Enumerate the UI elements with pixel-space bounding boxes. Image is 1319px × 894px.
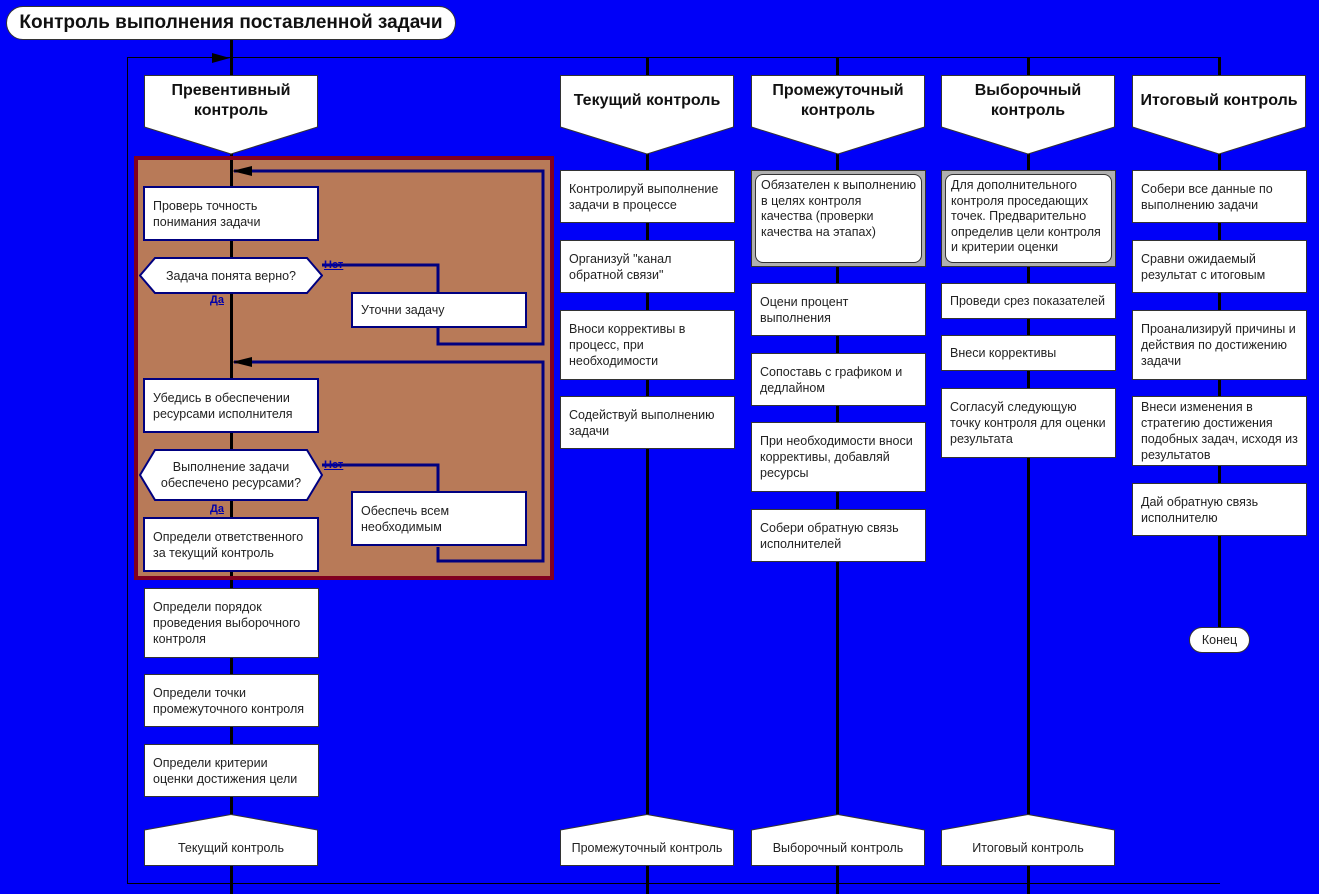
label-no-2: Нет xyxy=(324,459,344,471)
final-step: Сравни ожидаемый результат с итоговым xyxy=(1132,240,1307,293)
preventive-step-selective-order: Определи порядок проведения выборочного … xyxy=(144,588,319,658)
current-step: Вноси коррективы в процесс, при необходи… xyxy=(560,310,735,380)
lane-line-current xyxy=(646,57,649,894)
lane-line-selective xyxy=(1027,57,1030,894)
preventive-step-intermediate-points: Определи точки промежуточного контроля xyxy=(144,674,319,727)
final-step: Дай обратную связь исполнителю xyxy=(1132,483,1307,536)
current-step: Содействуй выполнению задачи xyxy=(560,396,735,449)
current-step: Организуй "канал обратной связи" xyxy=(560,240,735,293)
selective-step: Согласуй следующую точку контроля для оц… xyxy=(941,388,1116,458)
selective-note: Для дополнительного контроля проседающих… xyxy=(941,170,1116,267)
loop-lines xyxy=(232,166,545,563)
end-terminator: Конец xyxy=(1189,627,1250,653)
current-step: Контролируй выполнение задачи в процессе xyxy=(560,170,735,223)
preventive-step-check-understanding: Проверь точность понимания задачи xyxy=(143,186,319,241)
final-step: Проанализируй причины и действия по дост… xyxy=(1132,310,1307,380)
label-no-1: Нет xyxy=(324,259,344,271)
label-yes-2: Да xyxy=(210,503,224,515)
page-title: Контроль выполнения поставленной задачи xyxy=(6,6,456,40)
frame-bottom-line xyxy=(127,883,1220,884)
intermediate-step: Сопоставь с графиком и дедлайном xyxy=(751,353,926,406)
lane-footer-intermediate: Выборочный контроль xyxy=(751,814,925,866)
preventive-step-ensure-resources: Убедись в обеспечении ресурсами исполнит… xyxy=(143,378,319,433)
intermediate-note: Обязателен к выполнению в целях контроля… xyxy=(751,170,926,267)
preventive-clarify-task: Уточни задачу xyxy=(351,292,527,328)
preventive-step-assign-responsible: Определи ответственного за текущий контр… xyxy=(143,517,319,572)
lane-header-current: Текущий контроль xyxy=(560,75,734,155)
lane-footer-selective: Итоговый контроль xyxy=(941,814,1115,866)
final-step: Собери все данные по выполнению задачи xyxy=(1132,170,1307,223)
label-yes-1: Да xyxy=(210,294,224,306)
intermediate-step: Собери обратную связь исполнителей xyxy=(751,509,926,562)
frame-top-line xyxy=(127,57,1220,58)
final-step: Внеси изменения в стратегию достижения п… xyxy=(1132,396,1307,466)
lane-header-final: Итоговый контроль xyxy=(1132,75,1306,155)
selective-step: Проведи срез показателей xyxy=(941,283,1116,319)
intermediate-step: При необходимости вноси коррективы, доба… xyxy=(751,422,926,492)
lane-header-selective: Выборочный контроль xyxy=(941,75,1115,155)
preventive-provide-everything: Обеспечь всем необходимым xyxy=(351,491,527,546)
lane-footer-current: Промежуточный контроль xyxy=(560,814,734,866)
preventive-step-criteria: Определи критерии оценки достижения цели xyxy=(144,744,319,797)
entry-arrow-icon xyxy=(212,53,230,63)
decision-task-understood: Задача понята верно? xyxy=(139,257,323,294)
frame-left-line xyxy=(127,57,128,884)
intermediate-step: Оцени процент выполнения xyxy=(751,283,926,336)
selective-step: Внеси коррективы xyxy=(941,335,1116,371)
lane-header-intermediate: Промежуточный контроль xyxy=(751,75,925,155)
decision-resources-provided: Выполнение задачи обеспечено ресурсами? xyxy=(139,449,323,501)
lane-header-preventive: Превентивный контроль xyxy=(144,75,318,155)
lane-footer-preventive: Текущий контроль xyxy=(144,814,318,866)
group-main-line xyxy=(230,160,233,576)
